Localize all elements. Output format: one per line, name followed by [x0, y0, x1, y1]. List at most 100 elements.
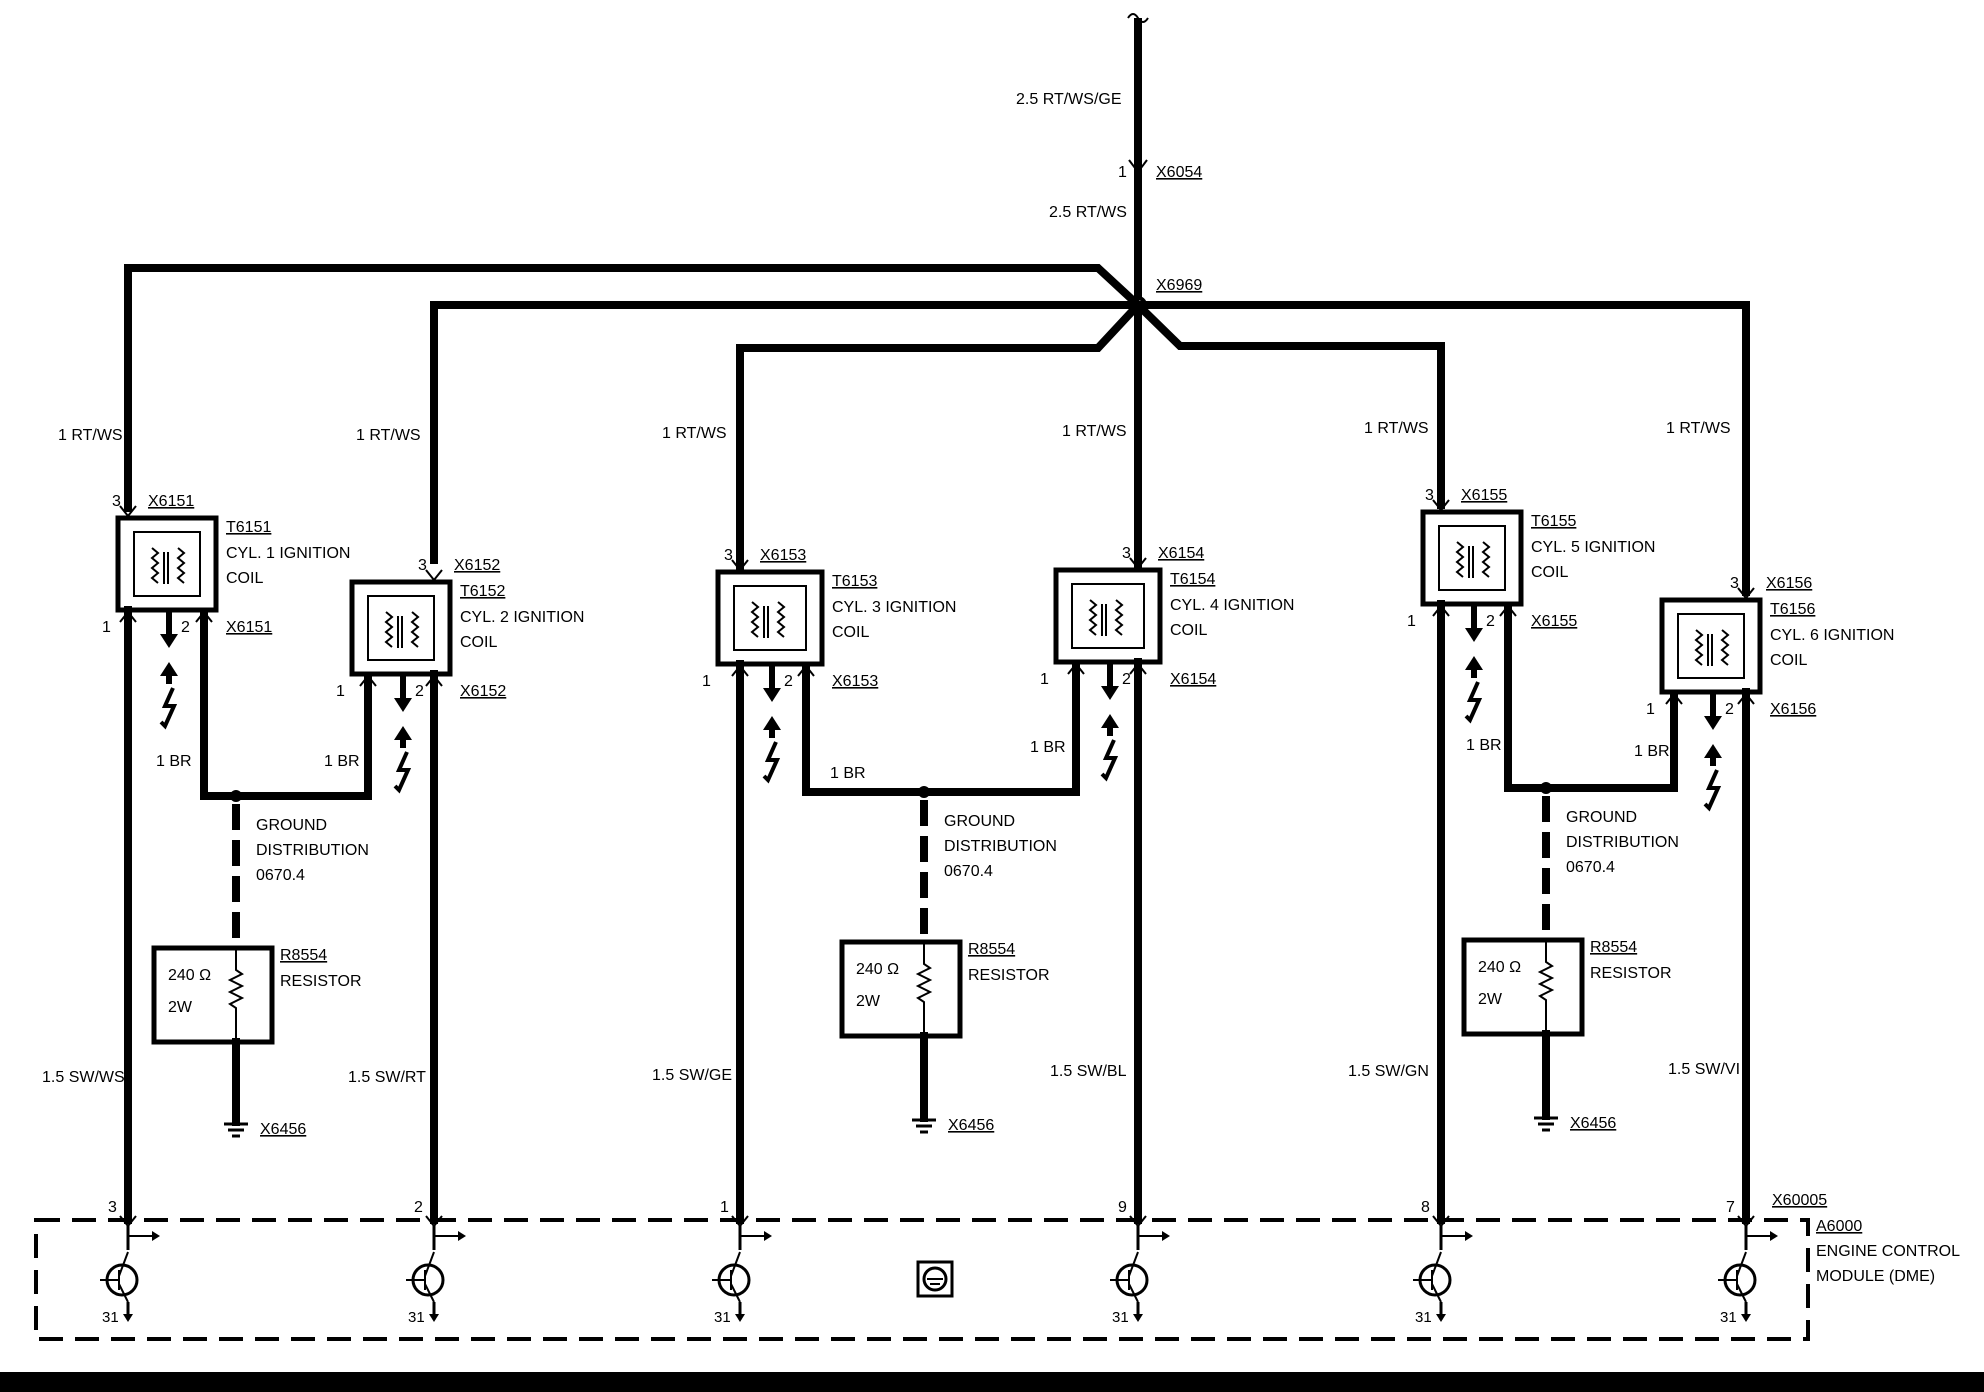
coil-secondary-winding-icon [410, 611, 420, 648]
coil-ecm-wire-label: 1.5 SW/GE [652, 1067, 732, 1084]
coil-name-line2: COIL [1770, 652, 1807, 669]
coil-core-icon [763, 606, 769, 638]
coil-box [715, 569, 825, 667]
spark-arrow-up-icon [1704, 744, 1722, 758]
ground-label-line3: 0670.4 [1566, 859, 1615, 876]
ecm-connector-label: X60005 [1772, 1192, 1827, 1209]
spark-arrow-down-icon [1465, 628, 1483, 642]
ground-wire-label: 1 BR [156, 753, 192, 770]
ecm-pin-label: 1 [720, 1199, 729, 1216]
resistor-box [151, 945, 275, 1045]
driver-sense-arrow-icon [152, 1231, 160, 1241]
coil-ecm-wire-label: 1.5 SW/RT [348, 1069, 426, 1086]
coil-primary-winding-icon [1455, 541, 1465, 578]
coil-wire-top-label: 1 RT/WS [356, 427, 421, 444]
coil-pin1-label: 1 [102, 619, 111, 636]
resistor-ohms-label: 240 Ω [168, 967, 211, 984]
resistor-ohms-label: 240 Ω [856, 961, 899, 978]
coil-secondary-winding-icon [776, 601, 786, 638]
ecm-name-line2: MODULE (DME) [1816, 1268, 1935, 1285]
driver-sense-arrow-icon [1465, 1231, 1473, 1241]
coil-primary-winding-icon [750, 601, 760, 638]
ecm-ground-pin-label: 31 [1112, 1309, 1129, 1326]
coil-primary-winding-icon [384, 611, 394, 648]
coil-pin1-label: 1 [1407, 613, 1416, 630]
coil-id-label: T6154 [1170, 571, 1215, 588]
resistor-watts-label: 2W [1478, 991, 1503, 1008]
ecm-ground-pin-label: 31 [1720, 1309, 1737, 1326]
spark-arrow-up-icon [1465, 656, 1483, 670]
resistor-id-label: R8554 [280, 947, 327, 964]
ecm-outline [34, 1218, 1810, 1341]
resistor-symbol-icon [227, 948, 245, 1042]
ground-symbol-icon [224, 1122, 248, 1138]
ecm-ground-symbol-icon [916, 1260, 954, 1298]
coil-ecm-wire-label: 1.5 SW/GN [1348, 1063, 1429, 1080]
coil-primary-winding-icon [1088, 599, 1098, 636]
ecm-ground-pin-label: 31 [1415, 1309, 1432, 1326]
ecm-ground-pin-label: 31 [102, 1309, 119, 1326]
coil-pin3-label: 3 [724, 547, 733, 564]
ground-label-line3: 0670.4 [256, 867, 305, 884]
ecm-pin-label: 2 [414, 1199, 423, 1216]
resistor-symbol-icon [1537, 940, 1555, 1034]
coil-secondary-winding-icon [1481, 541, 1491, 578]
coil-core-icon [163, 552, 169, 584]
ecm-ground-pin-label: 31 [408, 1309, 425, 1326]
coil-core-icon [1468, 546, 1474, 578]
ground-node [1540, 782, 1552, 794]
ground-symbol-icon [1534, 1116, 1558, 1132]
ground-label-line2: DISTRIBUTION [944, 838, 1057, 855]
coil-primary-winding-icon [150, 547, 160, 584]
ecm-driver-1: 31 [100, 1226, 160, 1326]
coil-winding-frame [367, 595, 435, 661]
supply-connector-label: X6054 [1156, 164, 1202, 181]
ecm-pin-label: 3 [108, 1199, 117, 1216]
coil-name-line1: CYL. 4 IGNITION [1170, 597, 1294, 614]
ecm-name-line1: ENGINE CONTROL [1816, 1243, 1960, 1260]
ground-bus-wire [200, 608, 372, 800]
spark-lightning-icon [1100, 739, 1119, 782]
wire-to-coil-1 [124, 264, 1144, 512]
resistor-ohms-label: 240 Ω [1478, 959, 1521, 976]
spark-lightning-icon [393, 751, 412, 794]
coil-name-line2: COIL [1170, 622, 1207, 639]
resistor-name-label: RESISTOR [1590, 965, 1672, 982]
coil-secondary-winding-icon [176, 547, 186, 584]
driver-sense-arrow-icon [1162, 1231, 1170, 1241]
terminal-arrow-icon [425, 569, 443, 582]
ground-bus-wire [802, 660, 1080, 796]
ground-wire-label: 1 BR [830, 765, 866, 782]
resistor-box [839, 939, 963, 1039]
wire-to-coil-6 [1134, 301, 1750, 596]
coil-wire-top-label: 1 RT/WS [1364, 420, 1429, 437]
resistor-box [1461, 937, 1585, 1037]
ground-bus-wire [1504, 602, 1678, 792]
coil-connector-bottom-label: X6153 [832, 673, 878, 690]
spark-lightning-icon [159, 687, 178, 730]
ground-wire-label: 1 BR [324, 753, 360, 770]
ground-arrow-icon [429, 1314, 439, 1322]
driver-sense-arrow-icon [1770, 1231, 1778, 1241]
coil-winding-frame [1677, 613, 1745, 679]
coil-connector-bottom-label: X6152 [460, 683, 506, 700]
coil-secondary-winding-icon [1720, 629, 1730, 666]
coil-pin1-label: 1 [702, 673, 711, 690]
ecm-id-label: A6000 [1816, 1218, 1862, 1235]
driver-sense-arrow-icon [458, 1231, 466, 1241]
ecm-pin-label: 8 [1421, 1199, 1430, 1216]
engine-control-module: X60005 A6000 ENGINE CONTROL MODULE (DME)… [34, 1192, 1960, 1341]
coil-pin1-label: 1 [1040, 671, 1049, 688]
wire-to-coil-5 [1132, 299, 1445, 509]
spark-arrow-down-icon [763, 688, 781, 702]
coil-connector-top-label: X6151 [148, 493, 194, 510]
coil-primary-winding-icon [1694, 629, 1704, 666]
ground-arrow-icon [1436, 1314, 1446, 1322]
ecm-driver-5: 31 [1413, 1226, 1473, 1326]
coil-wire-top-label: 1 RT/WS [58, 427, 123, 444]
ground-label-line2: DISTRIBUTION [1566, 834, 1679, 851]
